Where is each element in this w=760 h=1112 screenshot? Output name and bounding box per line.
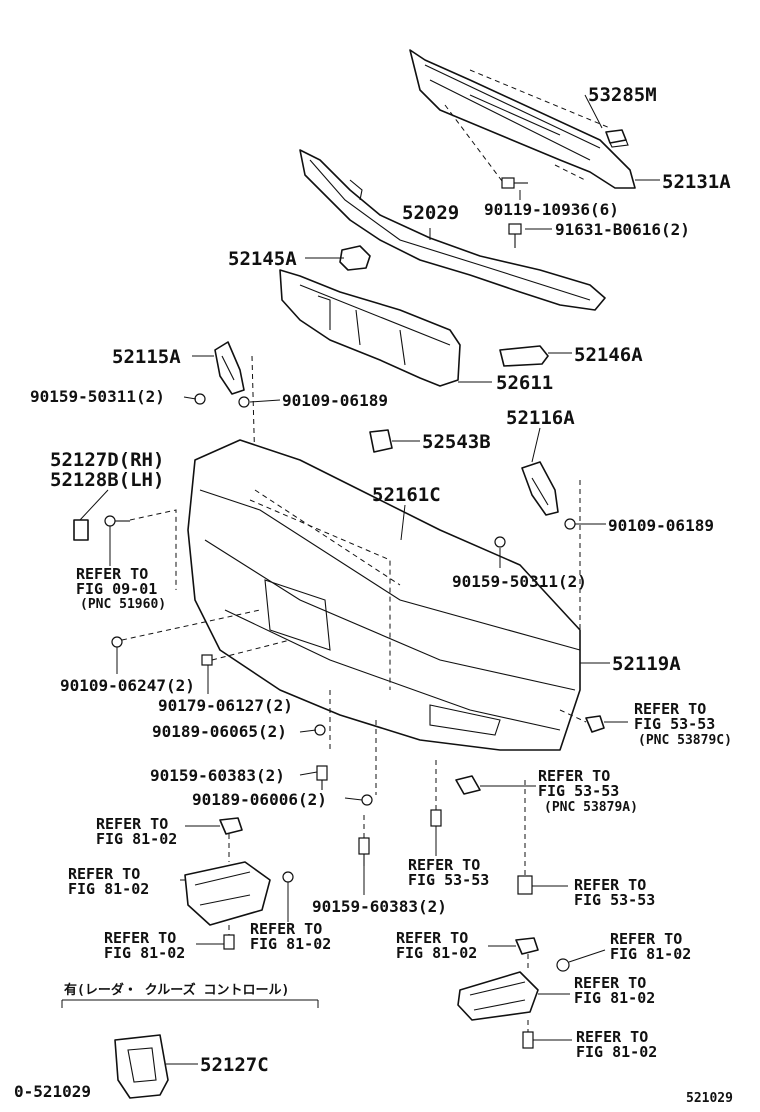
ref-fig8102-f-line1: REFER TO: [610, 930, 682, 948]
bracket-52116A: [521, 461, 581, 650]
label-52161C: 52161C: [372, 484, 441, 506]
bolt-90109-06189-left: [238, 396, 250, 408]
section-note: 有(レーダ・ クルーズ コントロール): [64, 982, 289, 998]
screw-fig5353-c: [430, 760, 442, 827]
ref-fig5353-b-pnc: (PNC 53879A): [544, 800, 638, 815]
bolt-90119-10936: [501, 177, 528, 189]
retainer-53285M: [605, 129, 629, 148]
label-52029: 52029: [402, 202, 459, 224]
ref-fig8102-g-line2: FIG 81-02: [574, 989, 655, 1007]
screw-90159-50311-right: [494, 536, 506, 548]
reference-labels: REFER TO FIG 09-01 (PNC 51960) REFER TO …: [68, 565, 732, 1061]
part-labels: 53285M 52131A 90119-10936(6) 91631-B0616…: [30, 84, 731, 1076]
retainer-52543B: [369, 429, 393, 453]
fog-lamp-right: [457, 937, 570, 1049]
label-52146A: 52146A: [574, 344, 643, 366]
bracket-52146A: [499, 345, 549, 367]
label-52543B: 52543B: [422, 431, 491, 453]
ref-fig5353-a-line1: REFER TO: [634, 700, 706, 718]
clip-fig5353-d: [517, 780, 533, 895]
leader-lines: [79, 94, 660, 1065]
screw-90159-60383-a: [316, 765, 328, 790]
section-separator: [61, 999, 319, 1008]
clip-90179-06127: [201, 639, 291, 666]
label-90159-60383-b: 90159-60383(2): [312, 897, 447, 916]
bracket-52115A: [214, 341, 256, 471]
ref-fig8102-f-line2: FIG 81-02: [610, 945, 691, 963]
label-90159-60383-a: 90159-60383(2): [150, 766, 285, 785]
label-91631-B0616: 91631-B0616(2): [555, 220, 690, 239]
label-52115A: 52115A: [112, 346, 181, 368]
ref-fig8102-g-line1: REFER TO: [574, 974, 646, 992]
retainer-fig5353-b: [455, 775, 481, 795]
ref-fig5353-c-line2: FIG 53-53: [408, 871, 489, 889]
ref-fig5353-a-line2: FIG 53-53: [634, 715, 715, 733]
bumper-cover-52119A: [187, 439, 581, 751]
footer-right-code: 521029: [686, 1091, 733, 1106]
ref-fig8102-b-line1: REFER TO: [68, 865, 140, 883]
label-90189-06006: 90189-06006(2): [192, 790, 327, 809]
label-90179-06127: 90179-06127(2): [158, 696, 293, 715]
label-52128B: 52128B(LH): [50, 469, 164, 491]
label-52127C: 52127C: [200, 1054, 269, 1076]
label-52131A: 52131A: [662, 171, 731, 193]
cover-52127D: [73, 519, 89, 541]
absorber-52611: [279, 269, 461, 387]
label-90189-06065: 90189-06065(2): [152, 722, 287, 741]
ref-fig8102-e-line1: REFER TO: [396, 929, 468, 947]
label-52611: 52611: [496, 372, 553, 394]
ref-fig0901-line2: FIG 09-01: [76, 580, 157, 598]
bolt-90109-06247: [111, 609, 261, 648]
clip-fig0901: [104, 509, 177, 590]
ref-fig8102-a-line1: REFER TO: [96, 815, 168, 833]
screw-90159-60383-b: [358, 815, 370, 866]
ref-fig5353-a-pnc: (PNC 53879C): [638, 733, 732, 748]
bolt-91631-B0616: [508, 223, 522, 248]
cover-52127C: [114, 1034, 169, 1099]
ref-fig8102-c-line2: FIG 81-02: [250, 935, 331, 953]
reinforcement-52131A: [409, 49, 636, 189]
ref-fig8102-c-line1: REFER TO: [250, 920, 322, 938]
screw-90159-50311-left: [194, 393, 206, 405]
label-90159-50311-right: 90159-50311(2): [452, 572, 587, 591]
ref-fig5353-d-line2: FIG 53-53: [574, 891, 655, 909]
ref-fig5353-d-line1: REFER TO: [574, 876, 646, 894]
nut-90189-06006: [361, 720, 377, 806]
label-90159-50311-left: 90159-50311(2): [30, 387, 165, 406]
footer-left-code: 0-521029: [14, 1082, 91, 1101]
ref-fig5353-b-line1: REFER TO: [538, 767, 610, 785]
ref-fig8102-h-line2: FIG 81-02: [576, 1043, 657, 1061]
label-90109-06189-right: 90109-06189: [608, 516, 714, 535]
ref-fig5353-b-line2: FIG 53-53: [538, 782, 619, 800]
label-52116A: 52116A: [506, 407, 575, 429]
label-90119-10936: 90119-10936(6): [484, 200, 619, 219]
label-90109-06189-left: 90109-06189: [282, 391, 388, 410]
ref-fig5353-c-line1: REFER TO: [408, 856, 480, 874]
retainer-fig5353-a: [559, 709, 605, 733]
label-52119A: 52119A: [612, 653, 681, 675]
ref-fig8102-e-line2: FIG 81-02: [396, 944, 477, 962]
label-53285M: 53285M: [588, 84, 657, 106]
support-52029: [299, 149, 606, 311]
ref-fig8102-d-line1: REFER TO: [104, 929, 176, 947]
bracket-52145A: [339, 245, 371, 271]
label-52127D: 52127D(RH): [50, 449, 164, 471]
ref-fig8102-h-line1: REFER TO: [576, 1028, 648, 1046]
ref-fig0901-line1: REFER TO: [76, 565, 148, 583]
label-52145A: 52145A: [228, 248, 297, 270]
ref-fig0901-pnc: (PNC 51960): [80, 597, 166, 612]
bolt-90109-06189-right: [564, 518, 576, 530]
ref-fig8102-a-line2: FIG 81-02: [96, 830, 177, 848]
fog-lamp-left: [184, 817, 294, 950]
label-90109-06247: 90109-06247(2): [60, 676, 195, 695]
ref-fig8102-b-line2: FIG 81-02: [68, 880, 149, 898]
ref-fig8102-d-line2: FIG 81-02: [104, 944, 185, 962]
